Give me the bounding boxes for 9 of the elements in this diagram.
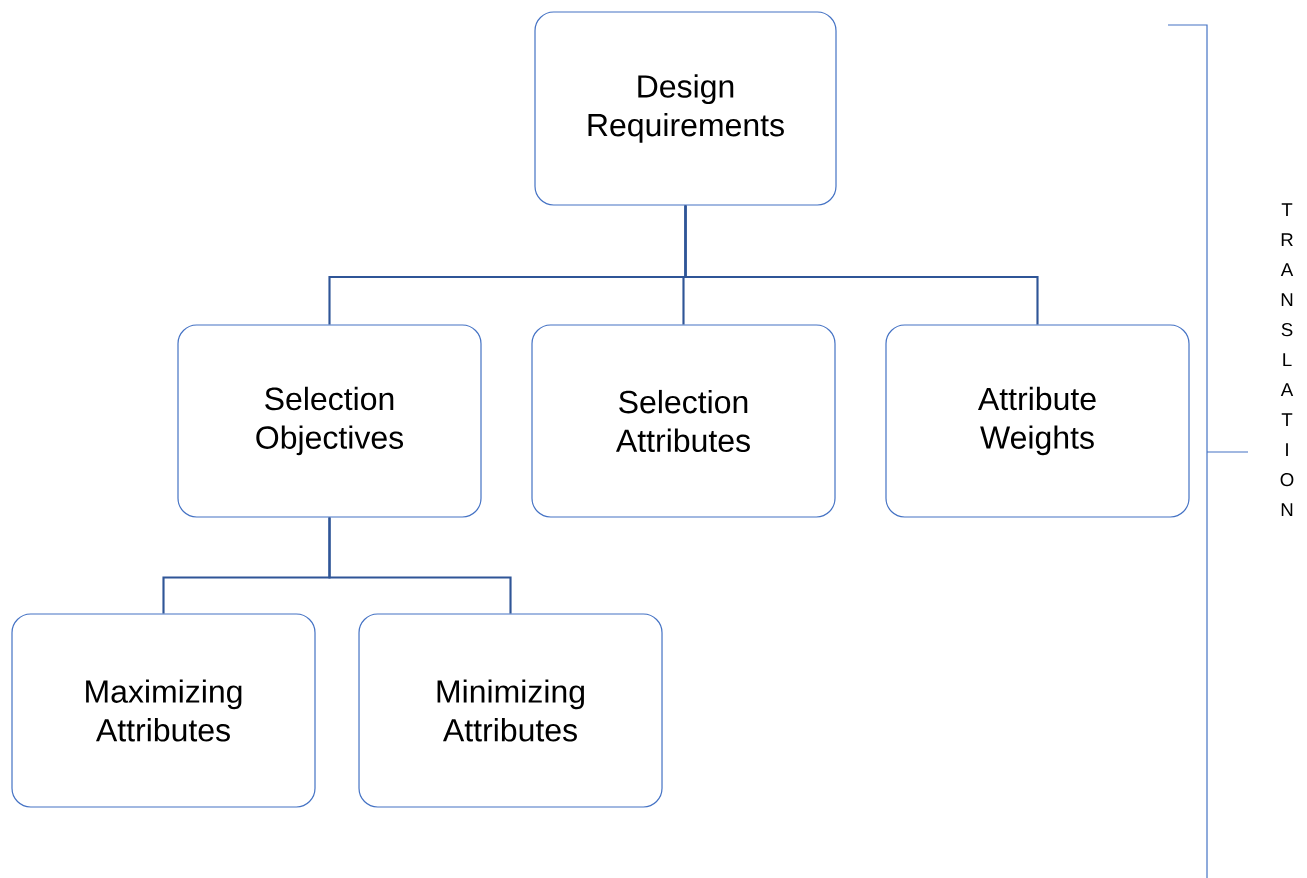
connector <box>328 517 512 614</box>
rounded-box: Minimizing Attributes <box>358 613 663 808</box>
rounded-box: Attribute Weights <box>885 324 1190 518</box>
connector <box>684 205 1039 325</box>
vertical-label: TRANSLATION <box>1280 203 1294 517</box>
rounded-box: Design Requirements <box>534 11 837 206</box>
rounded-box: Selection Attributes <box>531 324 836 518</box>
rounded-box: Selection Objectives <box>177 324 482 518</box>
rounded-box: Maximizing Attributes <box>11 613 316 808</box>
